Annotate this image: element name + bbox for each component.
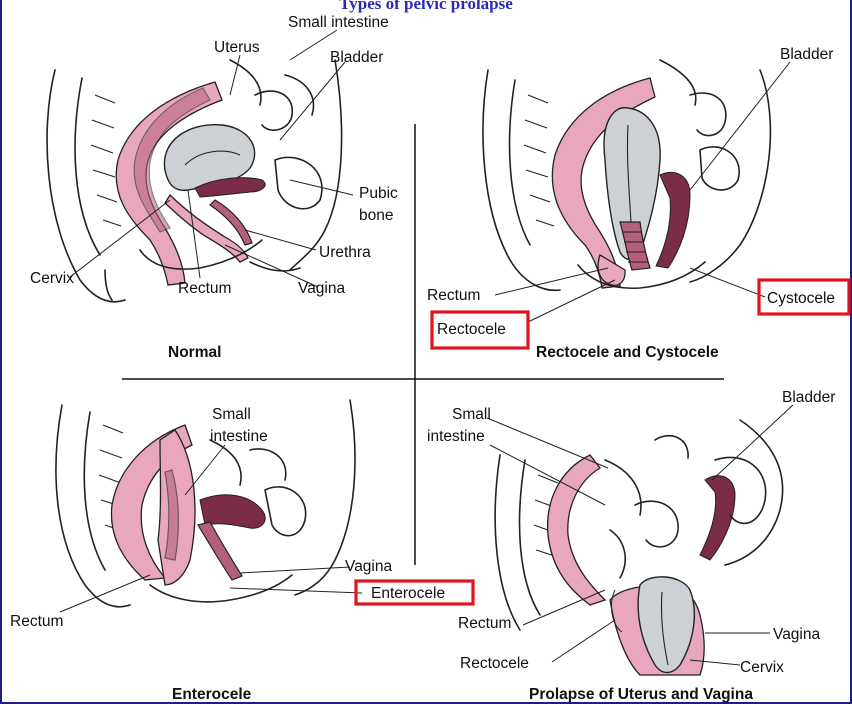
label-rectum-2: Rectum bbox=[427, 287, 480, 304]
label-rectum-3: Rectum bbox=[10, 613, 63, 630]
label-small-4: Small bbox=[452, 406, 491, 423]
label-small-intestine: Small intestine bbox=[288, 14, 389, 31]
rectocele-cystocele-anatomy-illustration bbox=[483, 60, 770, 290]
panel-enterocele: Small intestine Vagina Enterocele Rectum… bbox=[10, 400, 473, 703]
enterocele-anatomy-illustration bbox=[56, 400, 355, 607]
panel-normal: Small intestine Uterus Bladder Pubic bon… bbox=[30, 14, 398, 361]
label-uterus: Uterus bbox=[214, 39, 260, 56]
caption-prolapse: Prolapse of Uterus and Vagina bbox=[529, 686, 753, 703]
label-bladder-2: Bladder bbox=[780, 46, 833, 63]
prolapse-anatomy-illustration bbox=[495, 420, 782, 675]
label-enterocele: Enterocele bbox=[371, 585, 445, 602]
caption-normal: Normal bbox=[168, 344, 221, 361]
label-pubic-2: bone bbox=[359, 207, 393, 224]
label-rectum: Rectum bbox=[178, 280, 231, 297]
label-bladder-4: Bladder bbox=[782, 389, 835, 406]
label-intestine-4: intestine bbox=[427, 428, 485, 445]
label-urethra: Urethra bbox=[319, 244, 371, 261]
label-small-1: Small bbox=[212, 406, 251, 423]
label-rectum-4: Rectum bbox=[458, 615, 511, 632]
label-cervix-4: Cervix bbox=[740, 659, 784, 676]
label-pubic-1: Pubic bbox=[359, 185, 398, 202]
label-bladder: Bladder bbox=[330, 49, 383, 66]
label-cystocele: Cystocele bbox=[767, 290, 835, 307]
label-rectocele-4: Rectocele bbox=[460, 655, 529, 672]
label-rectocele-2: Rectocele bbox=[437, 321, 506, 338]
panel-rectocele-cystocele: Bladder Rectum Rectocele Cystocele Recto… bbox=[427, 46, 849, 361]
normal-anatomy-illustration bbox=[47, 60, 342, 302]
label-vagina: Vagina bbox=[298, 280, 345, 297]
label-vagina-4: Vagina bbox=[773, 626, 820, 643]
caption-rectocele-cystocele: Rectocele and Cystocele bbox=[536, 344, 719, 361]
caption-enterocele: Enterocele bbox=[172, 686, 252, 703]
panel-prolapse: Small intestine Bladder Rectum Vagina Re… bbox=[427, 389, 835, 703]
label-cervix: Cervix bbox=[30, 270, 74, 287]
label-intestine-1: intestine bbox=[210, 428, 268, 445]
label-vagina-3: Vagina bbox=[345, 558, 392, 575]
